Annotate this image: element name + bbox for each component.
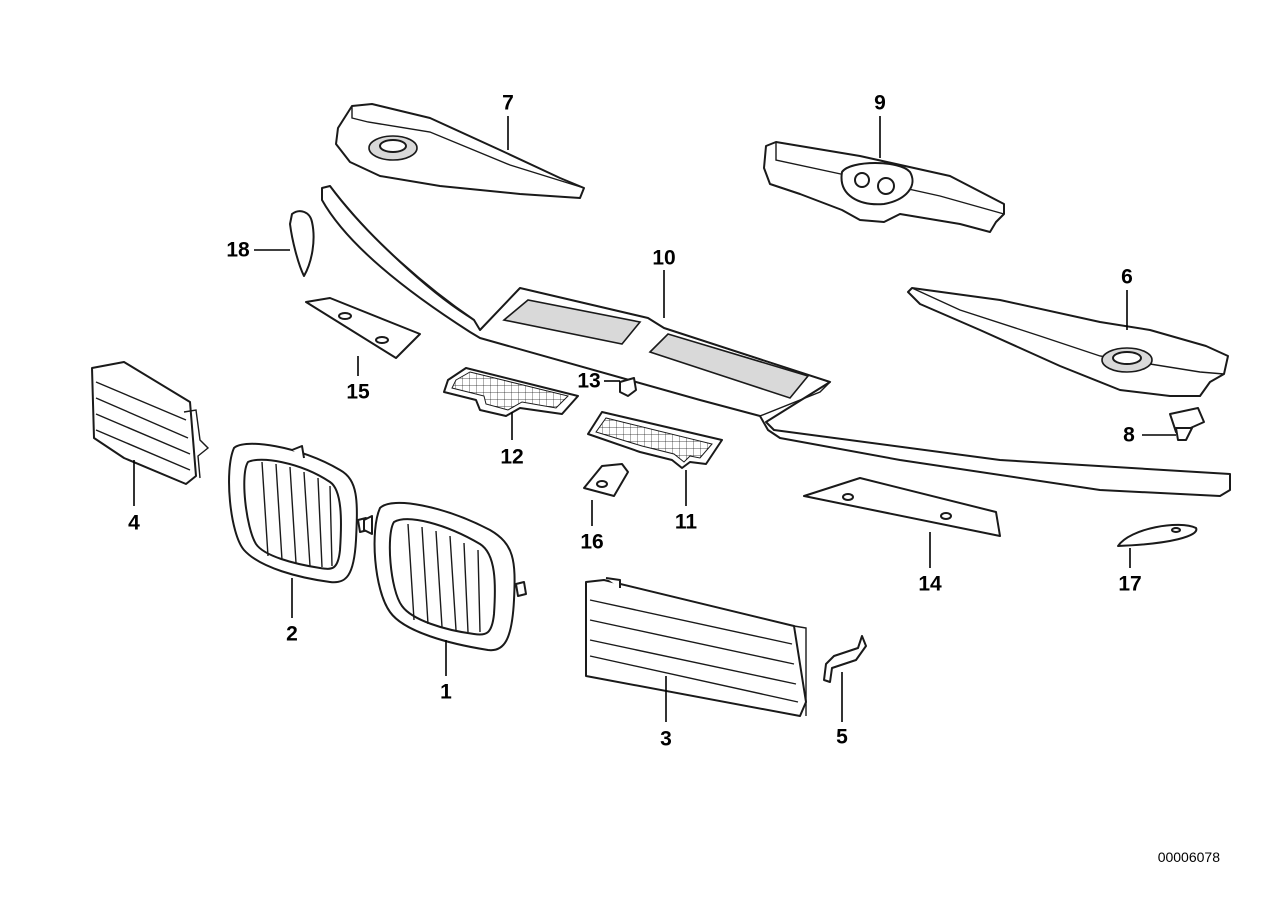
callout-14: 14 <box>918 572 942 596</box>
callout-8: 8 <box>1123 423 1135 447</box>
callout-4: 4 <box>128 511 140 535</box>
part-12-mesh-grille <box>443 367 579 417</box>
callout-6: 6 <box>1121 265 1133 289</box>
callout-2: 2 <box>286 622 298 646</box>
callout-7: 7 <box>502 91 514 115</box>
part-3-lower-vent <box>585 577 807 717</box>
part-2-kidney-grille <box>228 442 369 584</box>
part-15-pad <box>305 297 421 359</box>
part-6-trim-panel-right <box>907 287 1229 397</box>
part-7-trim-panel-left <box>335 103 585 199</box>
part-17-pad <box>1117 523 1198 547</box>
part-5-bracket <box>823 635 867 683</box>
part-4-side-vent <box>91 361 210 485</box>
part-1-kidney-grille <box>363 502 527 652</box>
callout-15: 15 <box>346 380 370 404</box>
leader-lines <box>133 116 1176 722</box>
part-8-clip <box>1169 407 1205 441</box>
callout-12: 12 <box>500 445 524 469</box>
callout-5: 5 <box>836 725 848 749</box>
document-number: 00006078 <box>1157 849 1220 865</box>
part-18-pad <box>289 210 315 277</box>
callout-10: 10 <box>652 246 676 270</box>
callout-18: 18 <box>226 238 250 262</box>
callout-11: 11 <box>674 510 698 534</box>
callout-16: 16 <box>580 530 604 554</box>
callout-9: 9 <box>874 91 886 115</box>
part-13-clip <box>619 377 637 397</box>
callout-1: 1 <box>440 680 452 704</box>
callout-13: 13 <box>577 369 601 393</box>
part-11-mesh-grille <box>587 411 723 469</box>
part-10-main-panel <box>321 185 1231 497</box>
part-16-plate <box>583 463 629 497</box>
part-14-pad <box>803 477 1001 537</box>
callout-3: 3 <box>660 727 672 751</box>
part-9-center-bracket <box>763 141 1005 233</box>
callout-17: 17 <box>1118 572 1142 596</box>
